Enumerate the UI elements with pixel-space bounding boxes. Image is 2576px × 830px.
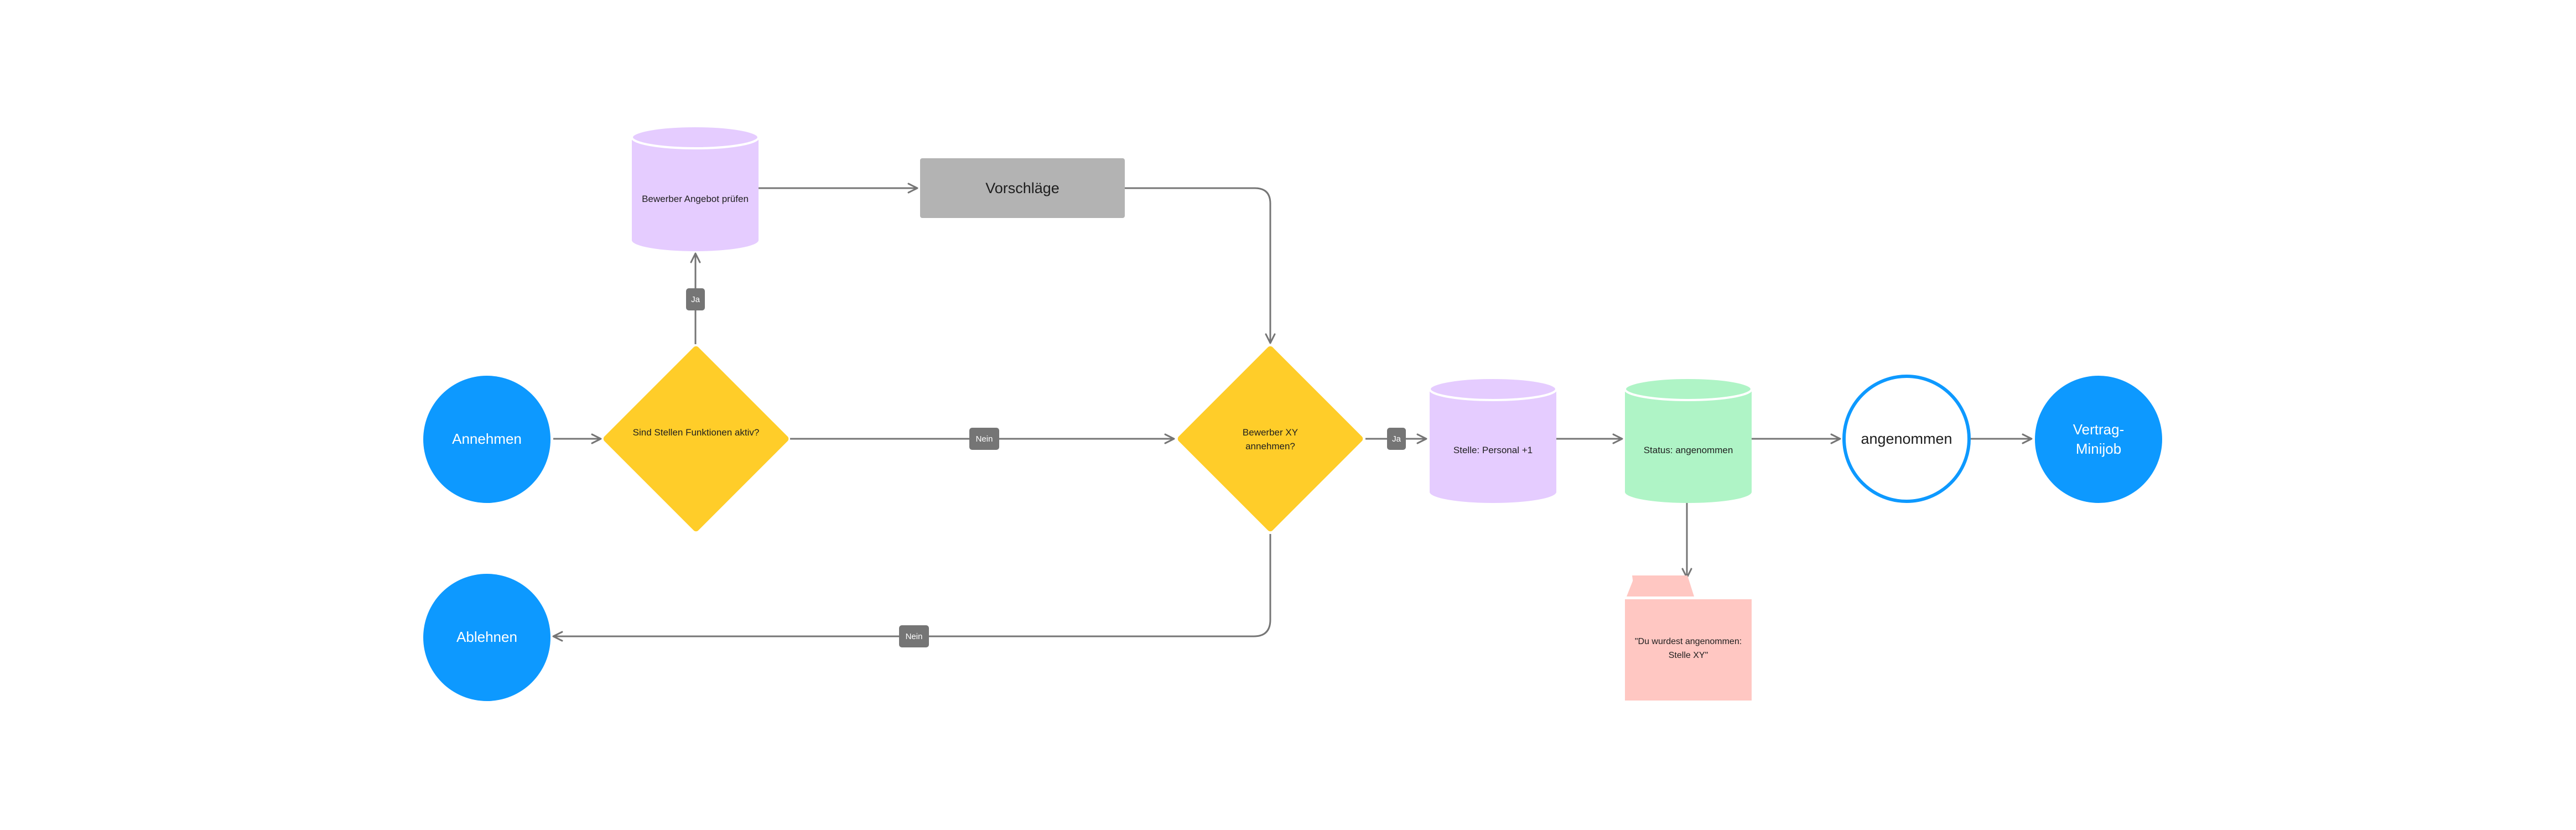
- cylinder-bewerber-angebot: [631, 125, 760, 251]
- ablehnen-label: Ablehnen: [456, 629, 517, 646]
- note-shape: [1625, 575, 1752, 701]
- vorschlaege-box[interactable]: Vorschläge: [920, 158, 1125, 218]
- bewerber-xy-label: Bewerber XY annehmen?: [1242, 427, 1299, 452]
- cylinder-status-angenommen: [1624, 377, 1753, 503]
- edge-label-ja-up: Ja: [686, 288, 705, 310]
- end-ablehnen-circle[interactable]: Ablehnen: [423, 574, 550, 701]
- sind-stellen-label: Sind Stellen Funktionen aktiv?: [632, 427, 760, 438]
- edge-label-nein-bottom: Nein: [899, 625, 929, 647]
- annehmen-label: Annehmen: [452, 430, 522, 448]
- note-label: "Du wurdest angenommen: Stelle XY": [1634, 637, 1742, 660]
- edge-bewerber-xy-to-ablehnen: [552, 534, 1271, 642]
- angenommen-circle[interactable]: angenommen: [1842, 375, 1971, 503]
- vorschlaege-label: Vorschläge: [985, 179, 1060, 196]
- vertrag-minijob-label: Vertrag-Minijob: [2073, 421, 2125, 457]
- edge-label-ja-right: Ja: [1387, 428, 1406, 450]
- start-annehmen-circle[interactable]: Annehmen: [423, 376, 550, 503]
- edge-label-nein-middle: Nein: [969, 428, 999, 450]
- status-angenommen-label: Status: angenommen: [1643, 445, 1733, 455]
- vertrag-minijob-circle[interactable]: Vertrag-Minijob: [2035, 376, 2162, 503]
- stelle-personal-label: Stelle: Personal +1: [1453, 445, 1533, 455]
- bewerber-angebot-label: Bewerber Angebot prüfen: [642, 194, 749, 204]
- angenommen-label: angenommen: [1861, 430, 1952, 447]
- cylinder-stelle-personal: [1429, 377, 1557, 503]
- edge-vorschlaege-to-bewerber-xy: [1124, 187, 1276, 344]
